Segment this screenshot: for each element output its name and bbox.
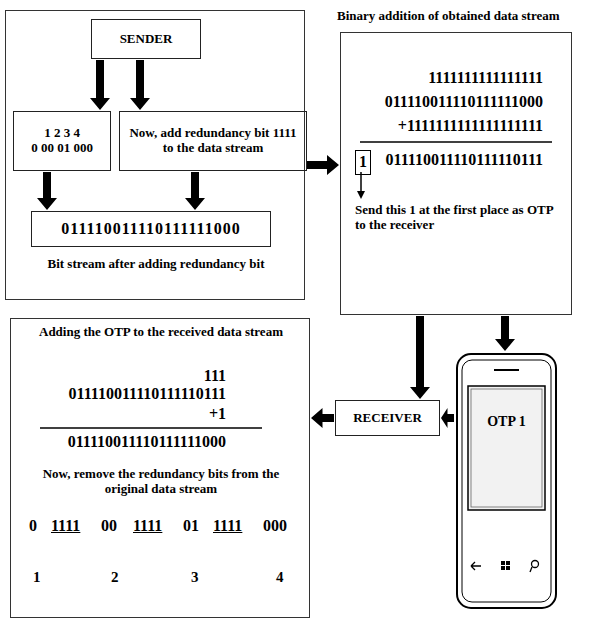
panel-heading: Adding the OTP to the received data stre… <box>21 325 301 340</box>
bit-stream: 011110011110111111000 <box>385 93 543 111</box>
otp-bit: 1 <box>359 153 367 171</box>
sum-rule <box>40 427 262 429</box>
thick-arrow <box>311 408 334 428</box>
pointer-line <box>360 172 362 192</box>
instruction-box: Now, add redundancy bit 1111 to the data… <box>119 111 307 171</box>
redundancy-group: 1111 <box>213 517 242 535</box>
sum-rule <box>360 141 552 143</box>
thick-arrow <box>410 316 430 399</box>
sum-bits: 011110011110111110111 <box>386 151 543 169</box>
data-group: 000 <box>263 517 287 535</box>
thick-arrow <box>495 316 515 351</box>
data-groups: 0 00 01 000 <box>31 141 93 156</box>
note-text: Now, remove the redundancy bits from the… <box>23 467 299 497</box>
thick-arrow <box>37 172 57 210</box>
phone-illustration <box>457 354 556 608</box>
addend-bits: +1111111111111111111 <box>398 117 543 135</box>
otp-bit-box: 1 <box>355 150 371 175</box>
receiver-panel: Adding the OTP to the received data stre… <box>10 318 310 618</box>
carry-bits: 1111111111111111 <box>428 69 543 87</box>
thick-arrow <box>130 60 150 110</box>
instruction-text: Now, add redundancy bit 1111 to the data… <box>120 126 306 156</box>
position-number: 4 <box>276 569 284 586</box>
thick-arrow <box>90 60 110 110</box>
box-label: SENDER <box>120 32 173 47</box>
note-text: Send this 1 at the first place as OTP to… <box>355 203 560 233</box>
sender-panel: Bit stream after adding redundancy bit SE… <box>5 10 305 300</box>
position-number: 3 <box>191 569 199 586</box>
otp-addend: +1 <box>209 405 226 423</box>
phone-node: OTP 1 <box>455 352 558 610</box>
thick-arrow <box>441 408 454 428</box>
position-number: 2 <box>111 569 119 586</box>
caption-text: Bit stream after adding redundancy bit <box>16 257 296 272</box>
data-group: 01 <box>183 517 199 535</box>
receiver-box: RECEIVER <box>335 400 440 436</box>
position-box: 1 2 3 40 00 01 000 <box>13 111 111 171</box>
redundancy-group: 1111 <box>133 517 162 535</box>
sender-box: SENDER <box>91 19 201 59</box>
bit-stream: 011110011110111111000 <box>61 220 240 238</box>
bitstream-box: 011110011110111111000 <box>31 211 271 247</box>
data-group: 00 <box>101 517 117 535</box>
panel-heading: Binary addition of obtained data stream <box>337 9 582 24</box>
received-bits: 011110011110111110111 <box>69 385 226 403</box>
sum-bits: 011110011110111111000 <box>68 433 226 451</box>
thick-arrow <box>185 172 205 210</box>
data-group: 0 <box>29 517 37 535</box>
pointer-head <box>357 191 365 199</box>
addition-panel: Binary addition of obtained data stream1… <box>340 32 572 315</box>
thick-arrow <box>306 155 339 175</box>
position-number: 1 <box>33 569 41 586</box>
box-label: RECEIVER <box>353 411 422 426</box>
position-numbers: 1 2 3 4 <box>44 126 80 141</box>
redundancy-group: 1111 <box>51 517 80 535</box>
carry-bits: 111 <box>204 367 226 385</box>
otp-display: OTP 1 <box>470 414 543 430</box>
